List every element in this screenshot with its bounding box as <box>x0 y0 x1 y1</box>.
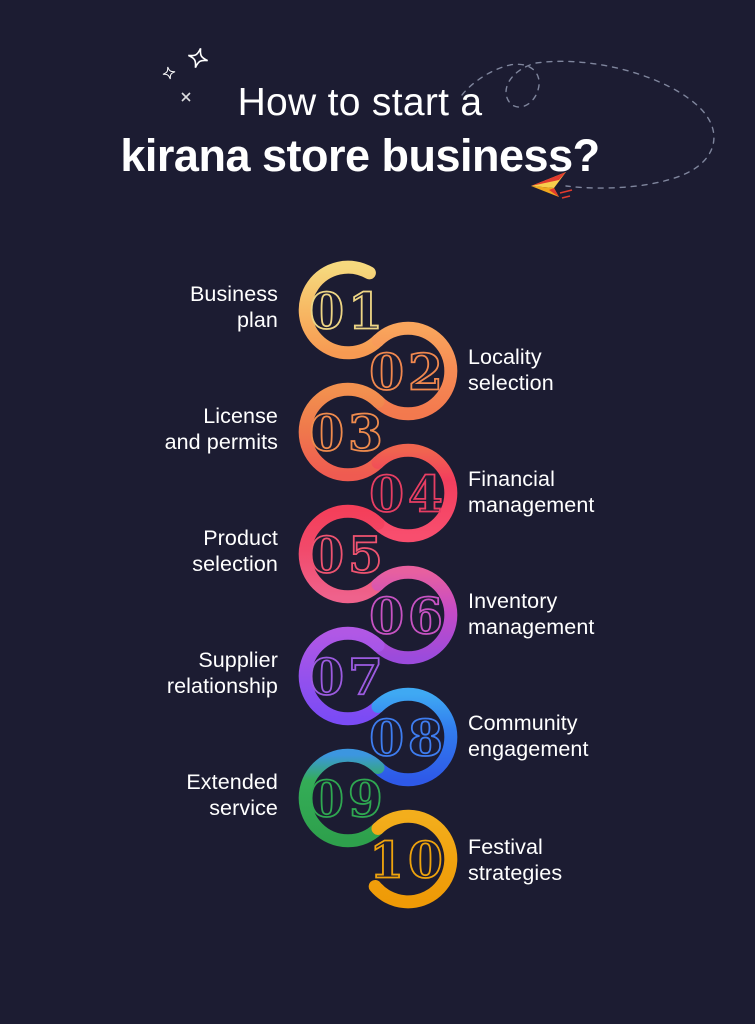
path-segment-05 <box>298 504 385 604</box>
step-number: 02 <box>369 343 447 402</box>
step-number: 01 <box>309 282 387 341</box>
step-number: 06 <box>369 587 447 646</box>
dashed-flight-path-icon <box>461 60 715 189</box>
step-number: 05 <box>309 526 387 585</box>
path-segment-03 <box>298 382 385 482</box>
path-segment-08 <box>371 687 458 787</box>
path-segment-06 <box>371 565 458 665</box>
step-number: 08 <box>369 709 447 768</box>
step-number: 07 <box>309 648 387 707</box>
path-segment-02 <box>371 321 458 421</box>
cross-sparkle-icon <box>181 92 191 102</box>
path-segment-04 <box>371 443 458 543</box>
step-number: 03 <box>309 404 387 463</box>
page-title: How to start a kirana store business? <box>0 81 720 182</box>
paper-plane-icon <box>531 172 573 199</box>
step-number: 04 <box>369 465 447 524</box>
title-line-2: kirana store business? <box>120 129 600 181</box>
path-segment-09 <box>298 748 385 848</box>
path-segment-01 <box>298 260 385 360</box>
title-line-1: How to start a <box>237 81 483 124</box>
path-segment-10 <box>368 809 458 909</box>
step-number: 10 <box>369 831 447 890</box>
sparkle-icon <box>162 48 208 80</box>
step-number: 09 <box>309 770 387 829</box>
path-segment-07 <box>298 626 385 726</box>
